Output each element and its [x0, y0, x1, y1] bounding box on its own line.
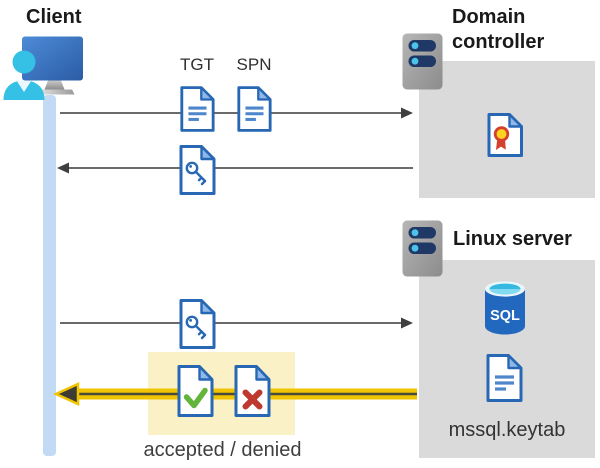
linux-server-label: Linux server	[453, 228, 572, 250]
client-user-workstation-icon	[3, 36, 83, 100]
key-document-icon-tgs-reply	[179, 145, 216, 195]
sql-database-icon: SQL	[485, 281, 525, 335]
server-icon-linux	[402, 220, 443, 277]
accepted-check-document-icon	[177, 365, 214, 417]
certificate-document-icon	[487, 113, 523, 157]
check-icon	[183, 387, 208, 409]
denied-cross-document-icon	[234, 365, 271, 417]
tgt-label: TGT	[180, 55, 214, 74]
sql-badge-text: SQL	[490, 308, 520, 324]
key-document-icon-service-request	[179, 299, 216, 349]
arrow-client-to-dc	[60, 107, 413, 119]
tgt-document-icon	[180, 86, 215, 132]
client-label: Client	[26, 6, 82, 28]
domain-controller-label: Domain controller	[452, 6, 545, 53]
client-lifeline	[43, 95, 56, 456]
keytab-filename-label: mssql.keytab	[448, 419, 566, 441]
arrow-client-to-linux	[60, 317, 413, 329]
server-icon-domain-controller	[402, 33, 443, 90]
keytab-document-icon	[486, 354, 523, 402]
accepted-denied-label: accepted / denied	[143, 439, 302, 461]
spn-document-icon	[237, 86, 272, 132]
spn-label: SPN	[236, 55, 272, 74]
arrow-dc-to-client	[57, 162, 413, 174]
cross-icon	[242, 389, 263, 410]
